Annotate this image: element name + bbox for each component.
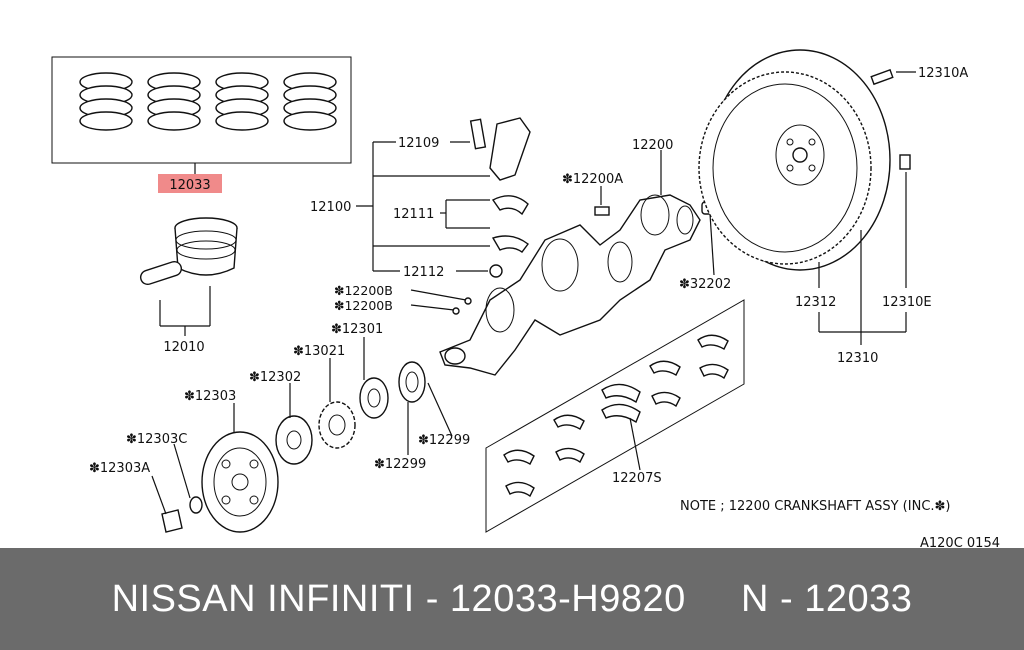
- label-nut-12112[interactable]: 12112: [403, 265, 444, 280]
- label-bolt-12109[interactable]: 12109: [398, 136, 439, 151]
- front-components: [161, 361, 426, 533]
- piston-ring-sets: [51, 56, 352, 176]
- rod-callout-lines: [356, 141, 490, 272]
- label-washer-12302[interactable]: ✽12302: [249, 370, 301, 385]
- label-dowel[interactable]: 12310E: [882, 295, 932, 310]
- label-ring-gear[interactable]: 12312: [795, 295, 836, 310]
- label-sprocket[interactable]: ✽13021: [293, 344, 345, 359]
- diagram-note: NOTE ; 12200 CRANKSHAFT ASSY (INC.✽): [680, 499, 951, 514]
- label-bolt-12303a[interactable]: ✽12303A: [89, 461, 150, 476]
- label-flywheel[interactable]: 12310: [837, 351, 878, 366]
- exploded-parts-diagram: 12033 12010 12109 12100 12111 1211: [51, 49, 1000, 548]
- label-rod-bearing[interactable]: 12111: [393, 207, 434, 222]
- piston: [139, 217, 238, 336]
- label-seal-b[interactable]: ✽12299: [374, 457, 426, 472]
- crankshaft: [439, 194, 715, 376]
- label-pulley[interactable]: ✽12303: [184, 389, 236, 404]
- label-flywheel-bolt[interactable]: 12310A: [918, 66, 968, 81]
- label-rod-assy[interactable]: 12100: [310, 200, 351, 215]
- footer-bar: NISSAN INFINITI - 12033-H9820 N - 12033: [0, 548, 1024, 650]
- label-pilot-bushing[interactable]: ✽32202: [679, 277, 731, 292]
- label-main-bearings[interactable]: 12207S: [612, 471, 662, 486]
- label-piston-ring-set[interactable]: 12033: [169, 178, 210, 193]
- flywheel: [698, 49, 911, 271]
- footer-part-number: NISSAN INFINITI - 12033-H9820 N - 12033: [111, 578, 913, 620]
- label-washer-12303c[interactable]: ✽12303C: [126, 432, 187, 447]
- label-pin-b2[interactable]: ✽12200B: [334, 298, 393, 313]
- connecting-rod: [469, 117, 531, 278]
- label-crank-pin-a[interactable]: ✽12200A: [562, 172, 623, 187]
- label-piston[interactable]: 12010: [163, 340, 204, 355]
- label-seal-a[interactable]: ✽12299: [418, 433, 470, 448]
- label-crankshaft[interactable]: 12200: [632, 138, 673, 153]
- label-spacer-12301[interactable]: ✽12301: [331, 322, 383, 337]
- label-pin-b1[interactable]: ✽12200B: [334, 283, 393, 298]
- drawing-code: A120C 0154: [920, 536, 1000, 548]
- main-bearings: [485, 299, 745, 533]
- highlight-box: [158, 174, 222, 193]
